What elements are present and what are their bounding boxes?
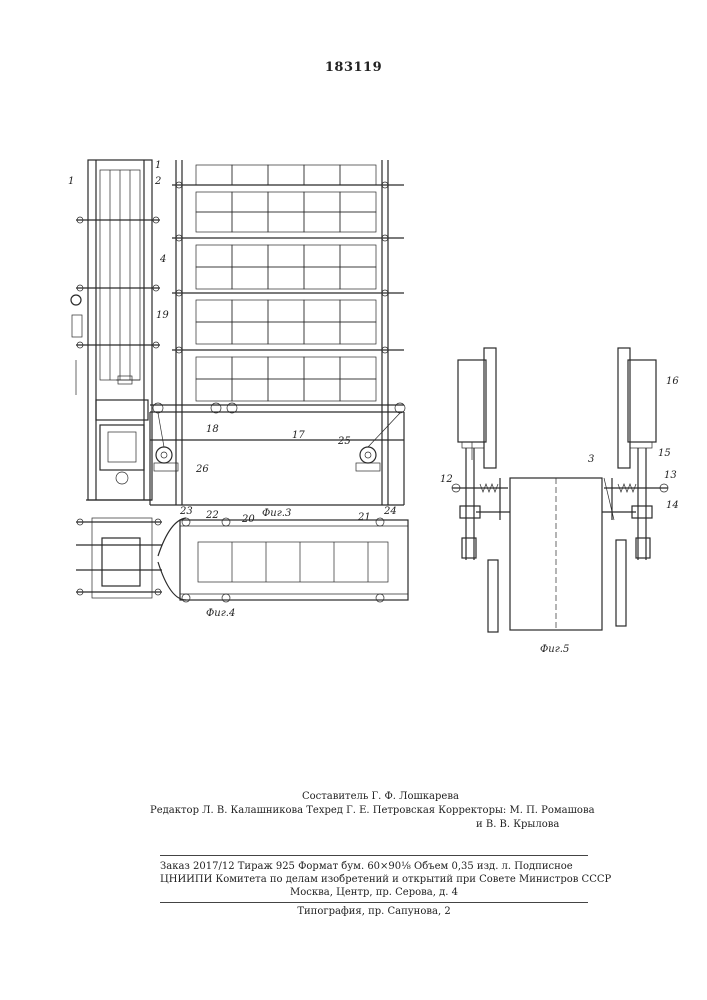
order-line: Заказ 2017/12 Тираж 925 Формат бум. 60×9… xyxy=(160,860,588,873)
figure-caption-3: Фиг.3 xyxy=(262,508,291,519)
part-label-14: 14 xyxy=(666,500,679,511)
part-label-12: 12 xyxy=(440,474,453,485)
credits-block: Составитель Г. Ф. Лошкарева Редактор Л. … xyxy=(150,790,600,832)
part-label-1-right: 1 xyxy=(155,160,161,171)
figure-caption-4: Фиг.4 xyxy=(206,608,235,619)
compiler-line: Составитель Г. Ф. Лошкарева xyxy=(150,790,600,804)
part-label-15: 15 xyxy=(658,448,671,459)
part-label-4: 4 xyxy=(159,254,166,265)
part-label-26: 26 xyxy=(195,464,209,475)
part-label-1-left: 1 xyxy=(68,176,74,187)
part-label-22: 22 xyxy=(205,510,219,521)
fig5-drawing xyxy=(452,348,668,632)
part-label-18: 18 xyxy=(206,424,219,435)
editors-line-continued: и В. В. Крылова xyxy=(150,818,600,832)
part-label-19: 19 xyxy=(156,310,169,321)
part-label-24: 24 xyxy=(383,506,397,517)
divider-bottom xyxy=(160,902,588,903)
part-label-13: 13 xyxy=(664,470,677,481)
part-label-21: 21 xyxy=(357,512,371,523)
publication-block: Заказ 2017/12 Тираж 925 Формат бум. 60×9… xyxy=(160,860,588,899)
part-label-17: 17 xyxy=(292,430,305,441)
divider-top xyxy=(160,855,588,856)
address-line: Москва, Центр, пр. Серова, д. 4 xyxy=(160,886,588,899)
fig4-drawing xyxy=(76,518,408,602)
part-label-20: 20 xyxy=(241,514,255,525)
part-label-2: 2 xyxy=(154,176,161,187)
figure-caption-5: Фиг.5 xyxy=(540,644,569,655)
part-label-16: 16 xyxy=(666,376,679,387)
part-label-23: 23 xyxy=(179,506,193,517)
printer-line: Типография, пр. Сапунова, 2 xyxy=(160,906,588,917)
part-label-3: 3 xyxy=(588,454,594,465)
part-label-25: 25 xyxy=(337,436,351,447)
fig3-drawing xyxy=(71,160,405,505)
editors-line: Редактор Л. В. Калашникова Техред Г. Е. … xyxy=(150,804,600,818)
institute-line: ЦНИИПИ Комитета по делам изобретений и о… xyxy=(160,873,588,886)
